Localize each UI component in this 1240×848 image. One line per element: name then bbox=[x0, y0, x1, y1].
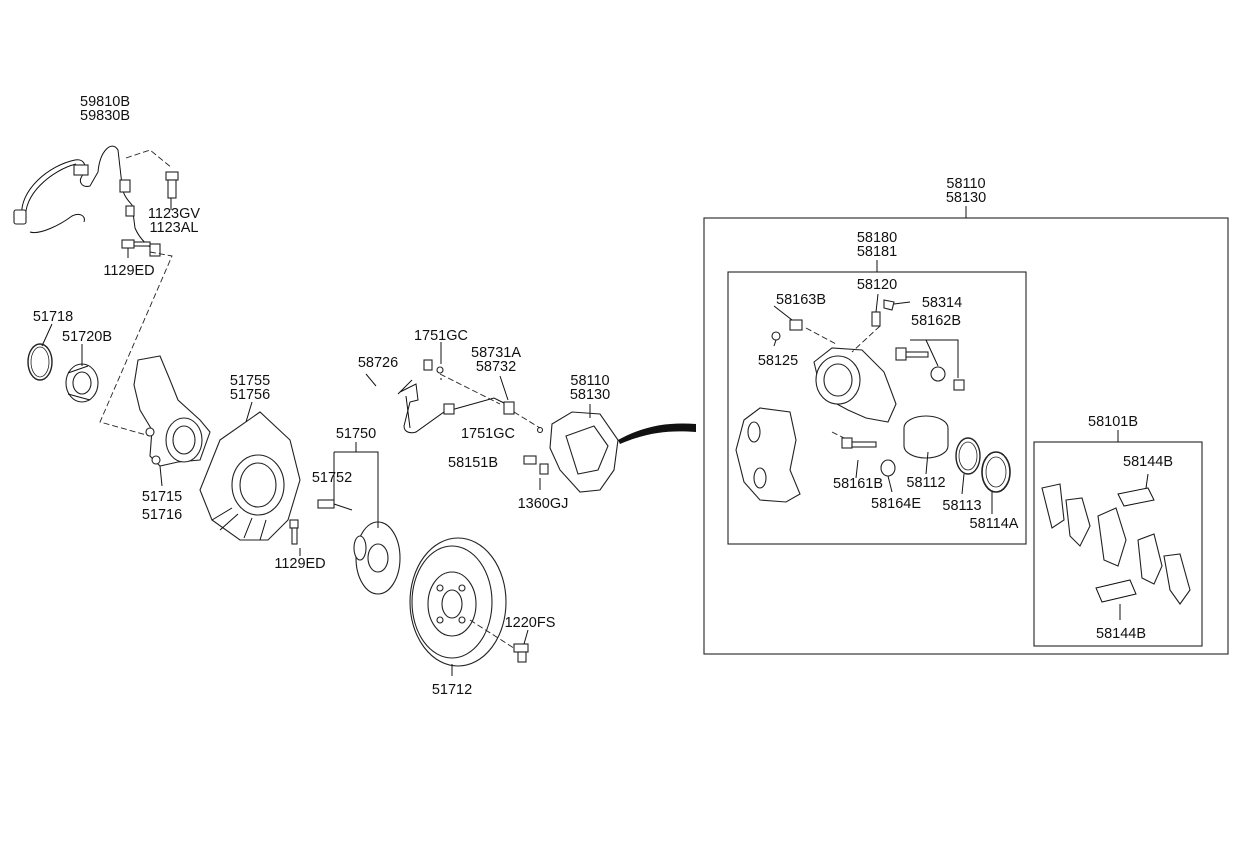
wheel-speed-sensor bbox=[13, 145, 173, 437]
shim-58144b-lower bbox=[1095, 579, 1137, 603]
label-59810b: 59810B bbox=[80, 94, 130, 110]
wheel-hub bbox=[317, 499, 401, 595]
label-58114a: 58114A bbox=[970, 516, 1019, 532]
brake-pads bbox=[1041, 483, 1191, 605]
label-58151b: 58151B bbox=[448, 455, 498, 471]
bolt-1123gv bbox=[165, 171, 179, 199]
steering-knuckle bbox=[133, 355, 211, 467]
snap-ring-51718 bbox=[27, 343, 53, 381]
label-51712: 51712 bbox=[432, 682, 472, 698]
label-51715: 51715 bbox=[142, 489, 182, 505]
caliper-housing bbox=[813, 347, 897, 423]
screw-1220fs bbox=[469, 619, 529, 663]
label-58144b-lower: 58144B bbox=[1096, 626, 1146, 642]
part-labels: 59810B 59830B 1123GV 1123AL 1129ED 51718… bbox=[33, 94, 1173, 698]
label-58314: 58314 bbox=[922, 295, 962, 311]
bolt-1129ed-lower bbox=[289, 519, 299, 545]
shim-58144b-upper bbox=[1117, 487, 1155, 507]
label-58163b: 58163B bbox=[776, 292, 826, 308]
brake-disc bbox=[409, 537, 507, 667]
label-58112: 58112 bbox=[906, 475, 945, 491]
pointer-arrow bbox=[618, 423, 696, 444]
label-58181: 58181 bbox=[857, 244, 897, 260]
label-58130-caliper: 58130 bbox=[570, 387, 610, 403]
label-58110-caliper: 58110 bbox=[570, 373, 609, 389]
label-58101b: 58101B bbox=[1088, 414, 1138, 430]
label-58731a: 58731A bbox=[471, 345, 521, 361]
label-58110-kit: 58110 bbox=[946, 176, 985, 192]
label-51720b: 51720B bbox=[62, 329, 112, 345]
label-51756: 51756 bbox=[230, 387, 270, 403]
bleeder-screw-58120 bbox=[871, 311, 881, 327]
caliper-assembly bbox=[523, 411, 619, 493]
bearing-51720b bbox=[65, 363, 99, 403]
label-58113: 58113 bbox=[942, 498, 981, 514]
label-1751gc-lower: 1751GC bbox=[461, 426, 515, 442]
label-58120: 58120 bbox=[857, 277, 897, 293]
guide-pin-58161b bbox=[831, 431, 877, 449]
boot-58164e bbox=[880, 459, 896, 477]
label-59830b: 59830B bbox=[80, 108, 130, 124]
label-51716: 51716 bbox=[142, 507, 182, 523]
label-58130-kit: 58130 bbox=[946, 190, 986, 206]
piston-58112 bbox=[903, 415, 949, 459]
label-58162b: 58162B bbox=[911, 313, 961, 329]
label-58732: 58732 bbox=[476, 359, 516, 375]
seal-58113 bbox=[955, 437, 981, 475]
label-58164e: 58164E bbox=[871, 496, 921, 512]
label-51752: 51752 bbox=[312, 470, 352, 486]
label-58726: 58726 bbox=[358, 355, 398, 371]
label-1220fs: 1220FS bbox=[505, 615, 556, 631]
label-51718: 51718 bbox=[33, 309, 73, 325]
boot-58114a bbox=[981, 451, 1011, 493]
label-51755: 51755 bbox=[230, 373, 270, 389]
caliper-bracket bbox=[735, 407, 801, 503]
label-1123gv: 1123GV bbox=[148, 206, 200, 222]
label-58144b-upper: 58144B bbox=[1123, 454, 1173, 470]
label-51750: 51750 bbox=[336, 426, 376, 442]
label-58125: 58125 bbox=[758, 353, 798, 369]
bolt-1129ed-upper bbox=[121, 239, 151, 249]
label-58161b: 58161B bbox=[833, 476, 883, 492]
label-1360gj: 1360GJ bbox=[518, 496, 569, 512]
dust-cover bbox=[199, 411, 301, 541]
bolt-58163b bbox=[789, 319, 803, 331]
guide-pin-58162b bbox=[895, 347, 965, 391]
label-1123al: 1123AL bbox=[150, 220, 199, 236]
label-58180: 58180 bbox=[857, 230, 897, 246]
cap-58125 bbox=[771, 331, 781, 341]
brake-hose bbox=[365, 359, 544, 434]
label-1129ed-upper: 1129ED bbox=[103, 263, 154, 279]
label-1129ed-lower: 1129ED bbox=[274, 556, 325, 572]
cap-58314 bbox=[883, 299, 895, 311]
label-1751gc-upper: 1751GC bbox=[414, 328, 468, 344]
